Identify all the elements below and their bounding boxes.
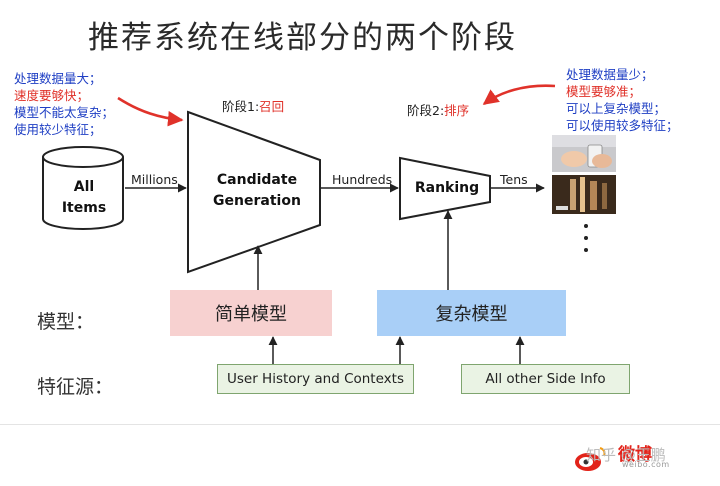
database-label: All Items bbox=[45, 177, 123, 219]
right-note-4: 可以使用较多特征； bbox=[566, 118, 679, 133]
database-label-line1: All bbox=[73, 179, 95, 195]
side-info-box: All other Side Info bbox=[461, 364, 630, 394]
candidate-label-line1: Candidate bbox=[216, 172, 298, 188]
more-results-dot-2 bbox=[584, 236, 588, 240]
weibo-logo-icon bbox=[575, 447, 606, 471]
right-notes: 处理数据量少； 模型要够准； 可以上复杂模型； 可以使用较多特征； bbox=[566, 66, 679, 134]
ranking-label: Ranking bbox=[414, 180, 480, 196]
database-label-line2: Items bbox=[61, 200, 107, 216]
left-red-arrow-icon bbox=[117, 96, 184, 127]
candidate-label: Candidate Generation bbox=[198, 170, 316, 212]
hundreds-label: Hundreds bbox=[332, 172, 393, 187]
left-note-1: 处理数据量大； bbox=[14, 71, 102, 86]
more-results-dot-1 bbox=[584, 224, 588, 228]
stage1-label: 阶段1:召回 bbox=[222, 96, 284, 115]
weibo-domain: weibo.com bbox=[622, 460, 670, 469]
watermark-text: 知乎 @王鹏 bbox=[586, 446, 666, 464]
left-note-4: 使用较少特征； bbox=[14, 122, 102, 137]
right-note-3: 可以上复杂模型； bbox=[566, 101, 667, 116]
weibo-text: 微博 bbox=[618, 445, 652, 465]
more-results-dot-3 bbox=[584, 248, 588, 252]
ranking-shape bbox=[399, 156, 491, 221]
database-icon bbox=[42, 146, 124, 230]
millions-label: Millions bbox=[131, 172, 178, 187]
footer-separator bbox=[0, 424, 720, 425]
page-title: 推荐系统在线部分的两个阶段 bbox=[88, 20, 517, 56]
simple-model-box: 简单模型 bbox=[170, 290, 332, 336]
right-note-2: 模型要够准； bbox=[566, 84, 642, 99]
complex-model-box: 复杂模型 bbox=[377, 290, 566, 336]
right-red-arrow-icon bbox=[482, 84, 556, 106]
stage1-prefix: 阶段1: bbox=[222, 99, 260, 114]
stage2-prefix: 阶段2: bbox=[407, 103, 445, 118]
stage1-name: 召回 bbox=[259, 99, 285, 114]
model-row-label: 模型： bbox=[37, 311, 95, 333]
feature-row-label: 特征源： bbox=[37, 376, 114, 398]
candidate-label-line2: Generation bbox=[213, 193, 301, 209]
result-thumbnail-2 bbox=[552, 175, 616, 214]
user-history-box: User History and Contexts bbox=[217, 364, 414, 394]
left-note-2: 速度要够快； bbox=[14, 88, 90, 103]
left-note-3: 模型不能太复杂； bbox=[14, 105, 115, 120]
stage2-name: 排序 bbox=[444, 103, 470, 118]
candidate-generation-shape bbox=[187, 110, 321, 274]
right-note-1: 处理数据量少； bbox=[566, 67, 654, 82]
left-notes: 处理数据量大； 速度要够快； 模型不能太复杂； 使用较少特征； bbox=[14, 70, 114, 138]
tens-label: Tens bbox=[500, 172, 528, 187]
result-thumbnail-1 bbox=[552, 135, 616, 172]
stage2-label: 阶段2:排序 bbox=[407, 100, 469, 119]
